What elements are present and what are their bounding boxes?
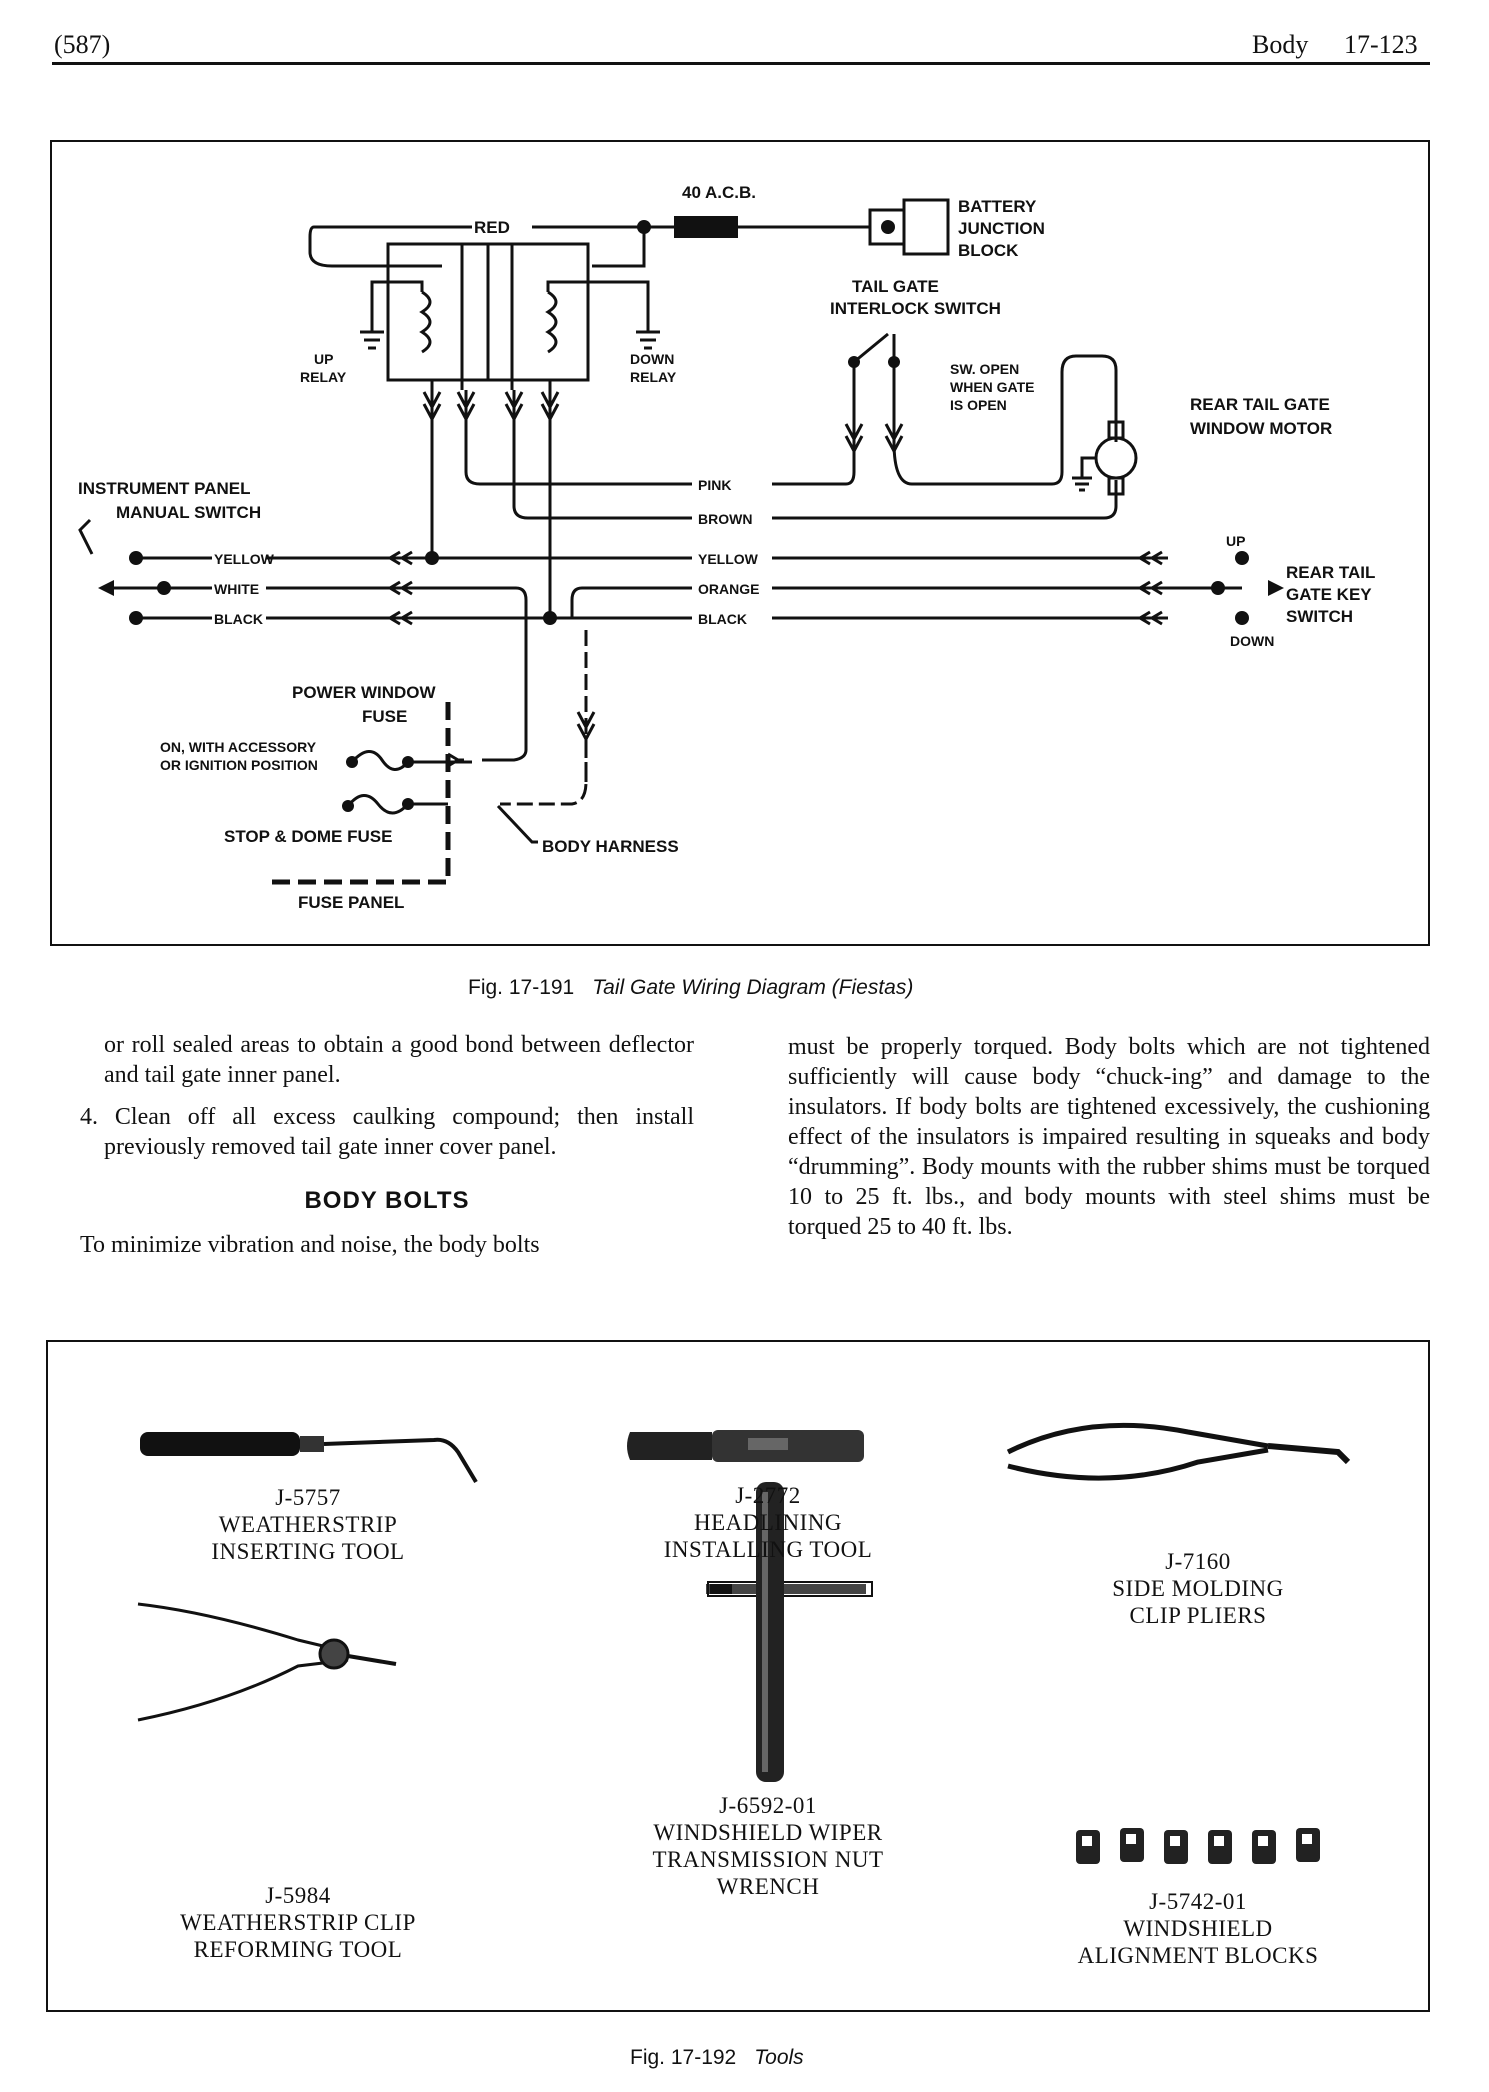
section-heading: BODY BOLTS xyxy=(304,1187,470,1214)
tool-j7160: J-7160 SIDE MOLDING CLIP PLIERS xyxy=(1048,1548,1348,1629)
page-number: 17-123 xyxy=(1344,30,1418,59)
label-key-down: DOWN xyxy=(1230,633,1274,649)
label-sw-open-3: IS OPEN xyxy=(950,397,1007,413)
paragraph-continued: or roll sealed areas to obtain a good bo… xyxy=(104,1032,694,1088)
right-column: must be properly torqued. Body bolts whi… xyxy=(788,1032,1430,1242)
tool-j7160-id: J-7160 xyxy=(1165,1549,1231,1574)
label-instrument-panel-2: MANUAL SWITCH xyxy=(116,503,261,522)
figure2-title: Tools xyxy=(754,2046,804,2069)
label-down-relay-2: RELAY xyxy=(630,369,677,385)
tool-j5742-line2: ALIGNMENT BLOCKS xyxy=(1077,1943,1319,1968)
tool-j7160-line2: CLIP PLIERS xyxy=(1129,1603,1267,1628)
tool-j2772-id: J-2772 xyxy=(735,1483,801,1508)
label-motor-2: WINDOW MOTOR xyxy=(1190,419,1332,438)
wiring-diagram: 40 A.C.B. RED BATTERY JUNCTION BLOCK TAI… xyxy=(78,183,1375,912)
tool-j6592-id: J-6592-01 xyxy=(719,1793,817,1818)
tool-j5757-line2: INSERTING TOOL xyxy=(211,1539,405,1564)
tool-j5984-line1: WEATHERSTRIP CLIP xyxy=(180,1910,416,1935)
side-molding-clip-pliers-icon xyxy=(1006,1422,1351,1481)
label-down-relay-1: DOWN xyxy=(630,351,674,367)
label-sw-open-2: WHEN GATE xyxy=(950,379,1035,395)
tool-j7160-line1: SIDE MOLDING xyxy=(1112,1576,1284,1601)
page-ref: (587) xyxy=(54,30,111,59)
paragraph-body-bolts-continued: must be properly torqued. Body bolts whi… xyxy=(788,1034,1430,1240)
label-black-left: BLACK xyxy=(214,611,263,627)
label-battery-3: BLOCK xyxy=(958,241,1019,260)
label-power-window-1: POWER WINDOW xyxy=(292,683,436,702)
tool-j6592: J-6592-01 WINDSHIELD WIPER TRANSMISSION … xyxy=(608,1792,928,1900)
paragraph-body-bolts: To minimize vibration and noise, the bod… xyxy=(80,1232,540,1258)
header-rule xyxy=(52,62,1430,65)
tool-j2772-line2: INSTALLING TOOL xyxy=(663,1537,873,1562)
left-column: or roll sealed areas to obtain a good bo… xyxy=(80,1030,694,1260)
label-red: RED xyxy=(474,218,510,237)
section-title: Body xyxy=(1252,30,1309,59)
label-yellow-left: YELLOW xyxy=(214,551,275,567)
label-key-up: UP xyxy=(1226,533,1245,549)
wiper-transmission-nut-wrench-icon xyxy=(706,1482,873,1782)
tool-j5742-line1: WINDSHIELD xyxy=(1123,1916,1273,1941)
label-key-switch-3: SWITCH xyxy=(1286,607,1353,626)
label-pink: PINK xyxy=(698,477,731,493)
step-4: 4. Clean off all excess caulking compoun… xyxy=(80,1104,694,1160)
label-sw-open-1: SW. OPEN xyxy=(950,361,1019,377)
tool-j5984-id: J-5984 xyxy=(265,1883,331,1908)
label-stop-dome-fuse: STOP & DOME FUSE xyxy=(224,827,392,846)
tool-j6592-line3: WRENCH xyxy=(716,1874,820,1899)
windshield-alignment-blocks-icon xyxy=(1076,1828,1320,1864)
label-up-relay-1: UP xyxy=(314,351,333,367)
tool-j5742-id: J-5742-01 xyxy=(1149,1889,1247,1914)
tool-j6592-line2: TRANSMISSION NUT xyxy=(652,1847,884,1872)
tool-j5757-line1: WEATHERSTRIP xyxy=(218,1512,398,1537)
tool-j5757-id: J-5757 xyxy=(275,1485,341,1510)
label-orange: ORANGE xyxy=(698,581,759,597)
figure1-caption: Fig. 17-191 Tail Gate Wiring Diagram (Fie… xyxy=(468,976,913,1000)
label-brown: BROWN xyxy=(698,511,752,527)
label-tailgate-1: TAIL GATE xyxy=(852,277,939,296)
tool-j5984-line2: REFORMING TOOL xyxy=(193,1937,403,1962)
weatherstrip-inserting-tool-icon xyxy=(140,1432,478,1484)
figure1-number: Fig. 17-191 xyxy=(468,976,575,999)
figure2-caption: Fig. 17-192 Tools xyxy=(630,2046,804,2070)
label-motor-1: REAR TAIL GATE xyxy=(1190,395,1330,414)
tools-illustration xyxy=(137,1422,1351,1864)
label-40acb: 40 A.C.B. xyxy=(682,183,756,202)
label-key-switch-2: GATE KEY xyxy=(1286,585,1372,604)
wiring-diagram-frame: 40 A.C.B. RED BATTERY JUNCTION BLOCK TAI… xyxy=(50,140,1430,946)
headlining-installing-tool-icon xyxy=(627,1430,864,1462)
label-white: WHITE xyxy=(214,581,259,597)
label-key-switch-1: REAR TAIL xyxy=(1286,563,1375,582)
tool-j2772: J-2772 HEADLINING INSTALLING TOOL xyxy=(608,1482,928,1563)
tool-j5984: J-5984 WEATHERSTRIP CLIP REFORMING TOOL xyxy=(128,1882,468,1963)
label-body-harness: BODY HARNESS xyxy=(542,837,679,856)
tool-j2772-line1: HEADLINING xyxy=(693,1510,843,1535)
figure1-title: Tail Gate Wiring Diagram (Fiestas) xyxy=(592,976,914,999)
weatherstrip-clip-reforming-tool-icon xyxy=(137,1602,397,1722)
label-battery-1: BATTERY xyxy=(958,197,1037,216)
label-battery-2: JUNCTION xyxy=(958,219,1045,238)
label-fuse-panel: FUSE PANEL xyxy=(298,893,404,912)
tool-j6592-line1: WINDSHIELD WIPER xyxy=(653,1820,883,1845)
label-tailgate-2: INTERLOCK SWITCH xyxy=(830,299,1001,318)
tool-j5757: J-5757 WEATHERSTRIP INSERTING TOOL xyxy=(138,1484,478,1565)
label-power-window-2: FUSE xyxy=(362,707,407,726)
tools-figure-frame: J-5757 WEATHERSTRIP INSERTING TOOL J-277… xyxy=(46,1340,1430,2012)
label-accessory-2: OR IGNITION POSITION xyxy=(160,757,318,773)
label-yellow-right: YELLOW xyxy=(698,551,759,567)
label-black-right: BLACK xyxy=(698,611,747,627)
figure2-number: Fig. 17-192 xyxy=(630,2046,737,2069)
label-accessory-1: ON, WITH ACCESSORY xyxy=(160,739,317,755)
label-up-relay-2: RELAY xyxy=(300,369,347,385)
tool-j5742: J-5742-01 WINDSHIELD ALIGNMENT BLOCKS xyxy=(1048,1888,1348,1969)
label-instrument-panel-1: INSTRUMENT PANEL xyxy=(78,479,251,498)
